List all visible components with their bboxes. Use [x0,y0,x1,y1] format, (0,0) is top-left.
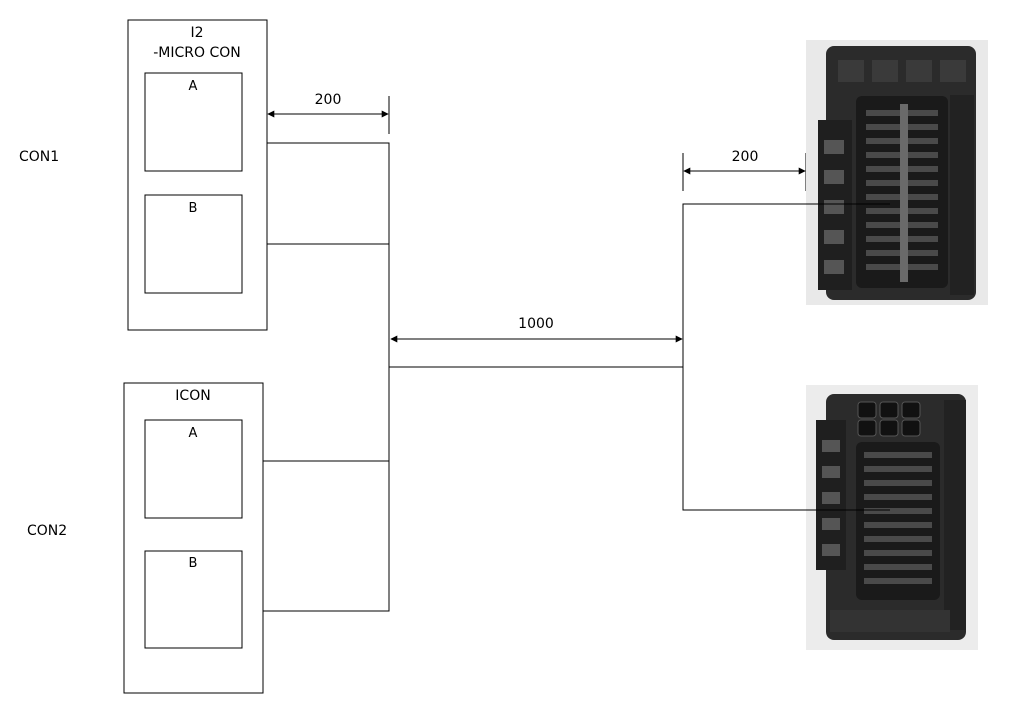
micro-con-title-2: -MICRO CON [153,45,241,61]
right-trunk-wire [682,203,890,511]
dimension-right-200: 200 [682,149,807,191]
icon-box: ICON A B [123,382,264,694]
con2-label: CON2 [27,523,67,539]
wire-harness [263,142,890,612]
connector-photo-con1 [806,40,988,305]
micro-con-slot-a-label: A [189,79,198,94]
dimension-main-label: 1000 [518,316,554,332]
micro-con-slot-b [144,194,243,294]
dimension-left-200: 200 [267,92,390,134]
connector-photo-con2 [806,385,978,650]
micro-con-title-1: I2 [190,25,203,41]
wire-into-connectors [806,203,890,511]
micro-con-slot-b-label: B [189,201,198,216]
icon-box-title: ICON [175,388,210,404]
left-trunk-wire [263,142,390,612]
micro-con-box: I2 -MICRO CON A B [127,19,268,331]
icon-box-slot-a-label: A [189,426,198,441]
micro-con-slot-a [144,72,243,172]
dimension-left-label: 200 [315,92,342,108]
con1-label: CON1 [19,149,59,165]
dimension-right-label: 200 [732,149,759,165]
icon-box-slot-a [144,419,243,519]
icon-box-slot-b-label: B [189,556,198,571]
icon-box-slot-b [144,550,243,649]
dimension-main-1000: 1000 [390,316,683,343]
